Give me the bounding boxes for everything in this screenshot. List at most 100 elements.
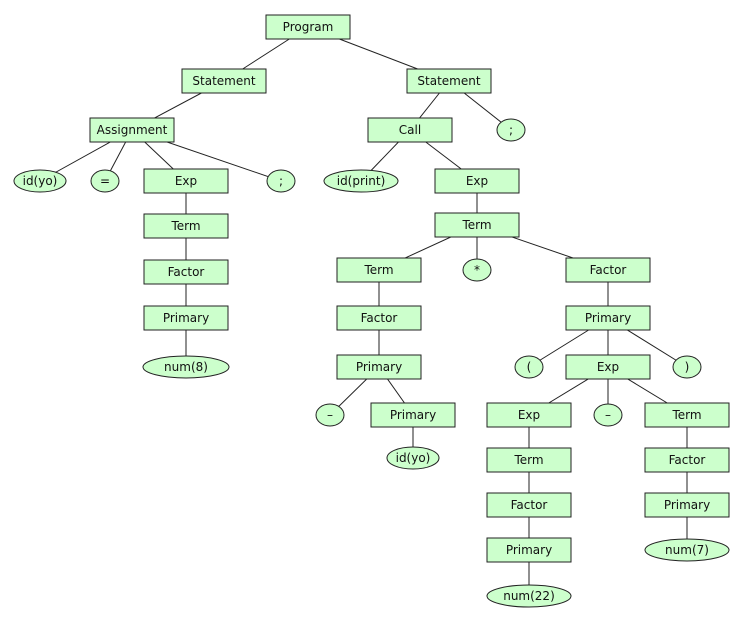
tree-node-primary4: Primary: [370, 402, 456, 428]
node-label: Primary: [664, 498, 710, 512]
tree-node-semi1: ;: [266, 169, 296, 193]
tree-node-exp4: Exp: [486, 402, 572, 428]
node-label: Term: [170, 219, 200, 233]
tree-node-idyo1: id(yo): [13, 169, 67, 193]
nonterminal-box: [181, 68, 267, 94]
node-label: Exp: [466, 174, 488, 188]
node-label: Primary: [390, 408, 436, 422]
node-label: Term: [671, 408, 701, 422]
tree-node-exp2: Exp: [434, 168, 520, 194]
nonterminal-box: [486, 447, 572, 473]
tree-node-stmt2: Statement: [406, 68, 492, 94]
node-label: id(print): [337, 174, 386, 188]
tree-node-factor2: Factor: [565, 257, 651, 283]
node-label: –: [605, 408, 611, 422]
node-label: Call: [399, 123, 421, 137]
nonterminal-box: [143, 305, 229, 331]
node-label: id(yo): [23, 174, 58, 188]
node-label: id(yo): [396, 451, 431, 465]
tree-node-stmt1: Statement: [181, 68, 267, 94]
terminal-ellipse: [644, 538, 730, 562]
nonterminal-box: [336, 305, 422, 331]
terminal-ellipse: [386, 446, 440, 470]
nonterminal-box: [406, 68, 492, 94]
nonterminal-box: [143, 168, 229, 194]
terminal-ellipse: [13, 169, 67, 193]
node-label: ;: [509, 123, 513, 137]
tree-node-factor5: Factor: [486, 492, 572, 518]
terminal-ellipse: [315, 403, 345, 427]
terminal-ellipse: [496, 118, 526, 142]
tree-node-primary6: Primary: [486, 537, 572, 563]
terminal-ellipse: [142, 355, 230, 379]
node-label: Term: [513, 453, 543, 467]
tree-node-semi2: ;: [496, 118, 526, 142]
tree-node-factor1: Factor: [143, 259, 229, 285]
tree-node-primary3: Primary: [336, 354, 422, 380]
tree-node-term3: Term: [336, 257, 422, 283]
nonterminal-box: [143, 213, 229, 239]
nonterminal-box: [486, 492, 572, 518]
tree-node-primary5: Primary: [644, 492, 730, 518]
tree-node-assign: Assignment: [89, 117, 175, 143]
node-label: =: [100, 174, 110, 188]
node-label: ): [685, 360, 690, 374]
node-label: Term: [461, 218, 491, 232]
node-label: ;: [279, 174, 283, 188]
tree-node-term4: Term: [644, 402, 730, 428]
tree-node-num8: num(8): [142, 355, 230, 379]
nonterminal-box: [434, 168, 520, 194]
tree-node-term1: Term: [143, 213, 229, 239]
nonterminal-box: [565, 354, 651, 380]
terminal-ellipse: [672, 355, 702, 379]
tree-node-num7: num(7): [644, 538, 730, 562]
node-label: Factor: [511, 498, 548, 512]
node-label: Primary: [163, 311, 209, 325]
tree-node-minus2: –: [593, 403, 623, 427]
node-label: –: [327, 408, 333, 422]
node-label: (: [527, 360, 532, 374]
node-label: Factor: [669, 453, 706, 467]
node-label: Assignment: [97, 123, 168, 137]
tree-node-lparen: (: [514, 355, 544, 379]
node-label: Factor: [590, 263, 627, 277]
node-label: Program: [283, 20, 334, 34]
tree-node-rparen: ): [672, 355, 702, 379]
tree-node-factor3: Factor: [336, 305, 422, 331]
nonterminal-box: [336, 257, 422, 283]
node-label: num(22): [503, 589, 555, 603]
node-label: Factor: [168, 265, 205, 279]
tree-node-minus1: –: [315, 403, 345, 427]
nonterminal-box: [336, 354, 422, 380]
tree-node-exp1: Exp: [143, 168, 229, 194]
nonterminal-box: [644, 492, 730, 518]
node-label: Primary: [506, 543, 552, 557]
nonterminal-box: [644, 447, 730, 473]
tree-node-term2: Term: [434, 212, 520, 238]
node-label: Primary: [585, 311, 631, 325]
tree-node-primary1: Primary: [143, 305, 229, 331]
terminal-ellipse: [462, 258, 492, 282]
terminal-ellipse: [323, 169, 399, 193]
terminal-ellipse: [486, 584, 572, 608]
tree-node-term5: Term: [486, 447, 572, 473]
terminal-ellipse: [514, 355, 544, 379]
terminal-ellipse: [90, 169, 120, 193]
nonterminal-box: [89, 117, 175, 143]
nonterminal-box: [565, 257, 651, 283]
tree-node-program: Program: [265, 14, 351, 40]
nonterminal-box: [370, 402, 456, 428]
node-label: Statement: [417, 74, 480, 88]
node-label: Exp: [597, 360, 619, 374]
tree-node-exp3: Exp: [565, 354, 651, 380]
tree-node-idprint: id(print): [323, 169, 399, 193]
nonterminal-box: [486, 402, 572, 428]
node-label: Primary: [356, 360, 402, 374]
node-label: Exp: [518, 408, 540, 422]
node-label: Statement: [192, 74, 255, 88]
node-label: Exp: [175, 174, 197, 188]
tree-node-idyo2: id(yo): [386, 446, 440, 470]
tree-node-factor4: Factor: [644, 447, 730, 473]
